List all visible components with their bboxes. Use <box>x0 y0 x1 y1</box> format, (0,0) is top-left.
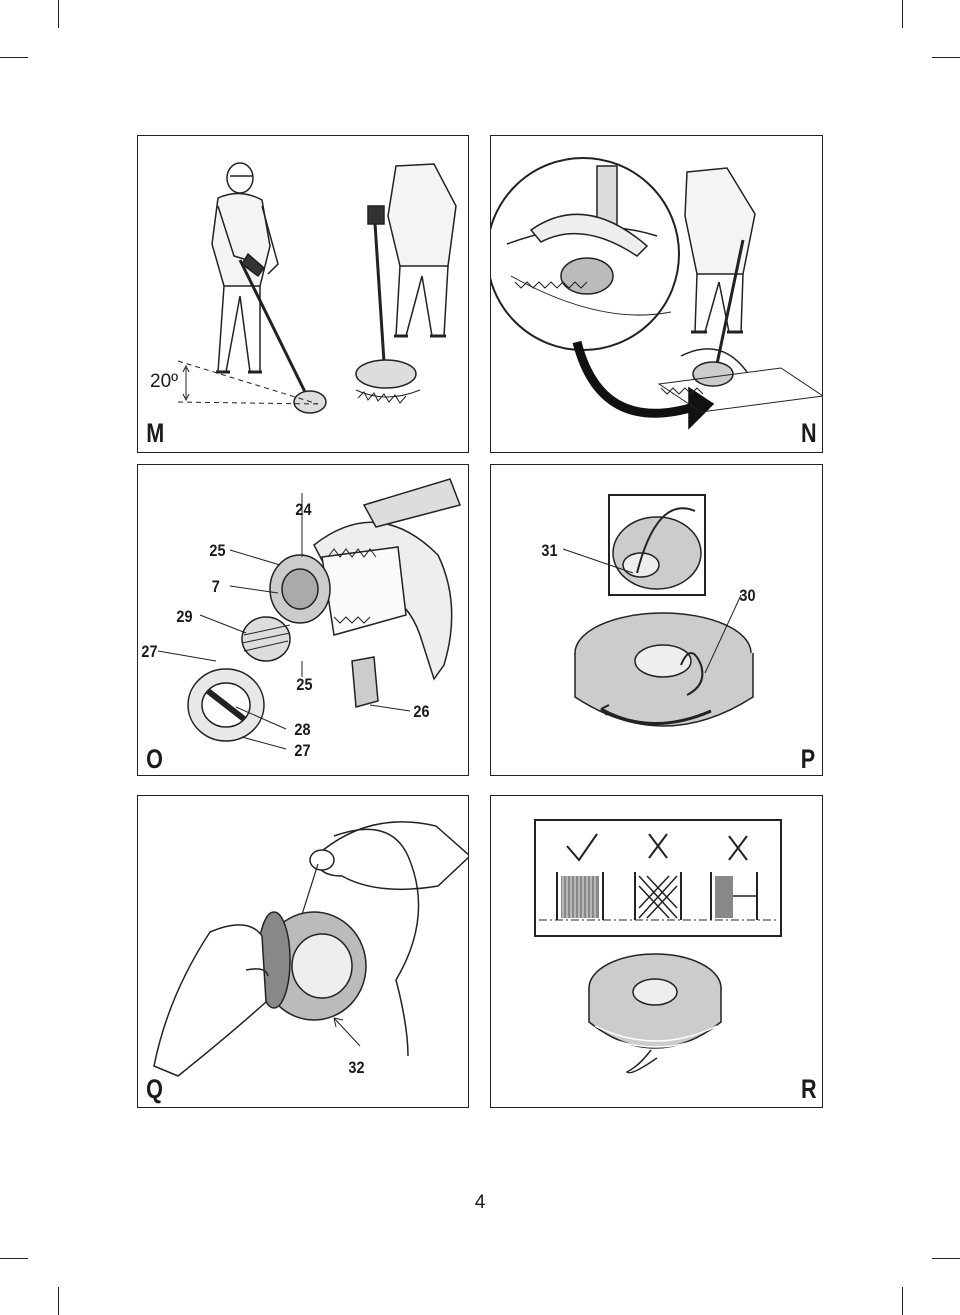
figure-panel-o: 24 25 7 29 27 25 28 27 26 O <box>137 464 469 776</box>
figure-panel-m: 20º M <box>137 135 469 453</box>
callout-26: 26 <box>413 702 430 721</box>
angle-label: 20º <box>150 371 179 392</box>
callout-7: 7 <box>211 577 220 596</box>
crop-mark <box>0 1258 28 1259</box>
figure-letter: R <box>800 1074 817 1104</box>
figure-panel-n: N <box>490 135 823 453</box>
edging-illustration <box>491 157 822 430</box>
figure-letter: M <box>146 418 165 448</box>
winding-guide-illustration <box>534 819 782 1074</box>
figure-letter: N <box>800 418 817 448</box>
crop-mark <box>932 57 960 58</box>
crop-mark <box>902 1287 903 1315</box>
line-threading-illustration <box>562 494 754 727</box>
callout-28: 28 <box>294 720 311 739</box>
callout-25: 25 <box>209 541 226 560</box>
figure-panel-r: R <box>490 795 823 1108</box>
cross-icon <box>728 835 748 861</box>
callout-29: 29 <box>176 607 193 626</box>
cross-icon <box>648 833 668 859</box>
crop-mark <box>58 0 59 28</box>
crop-mark <box>902 0 903 28</box>
callout-30: 30 <box>739 586 756 605</box>
page-number: 4 <box>474 1192 486 1213</box>
figure-panel-p: 31 30 P <box>490 464 823 776</box>
callout-24: 24 <box>295 500 312 519</box>
crop-mark <box>58 1287 59 1315</box>
callout-27: 27 <box>294 741 311 760</box>
callout-27: 27 <box>141 642 158 661</box>
trimmer-angle-illustration <box>177 162 457 414</box>
callout-31: 31 <box>541 541 558 560</box>
figure-letter: O <box>146 744 163 774</box>
callout-25: 25 <box>296 675 313 694</box>
hand-winding-illustration <box>153 821 468 1077</box>
figure-letter: P <box>800 744 816 774</box>
crop-mark <box>0 57 28 58</box>
callout-32: 32 <box>348 1058 365 1077</box>
crop-mark <box>932 1258 960 1259</box>
figure-letter: Q <box>146 1074 163 1104</box>
figure-panel-q: 32 Q <box>137 795 469 1108</box>
spool-exploded-view <box>157 478 462 750</box>
check-icon <box>566 833 598 862</box>
